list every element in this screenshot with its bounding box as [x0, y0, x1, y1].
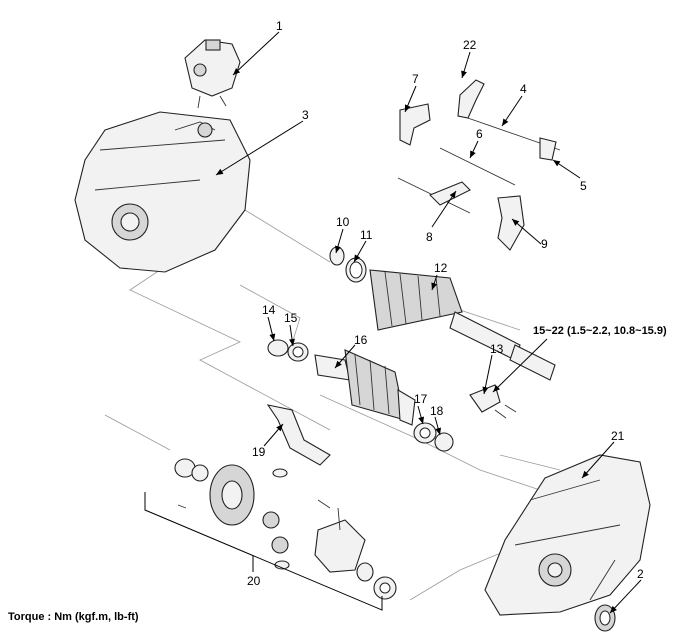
output-shaft — [314, 349, 416, 426]
output-rear-bearing-and-ring — [413, 422, 454, 452]
torque-legend: Torque : Nm (kgf.m, lb-ft) — [8, 611, 139, 623]
callout-22: 22 — [463, 38, 477, 52]
callout-3: 3 — [302, 108, 309, 122]
callout-17: 17 — [414, 392, 428, 406]
assembly-guide-lines — [104, 209, 561, 601]
leader-lines — [215, 31, 642, 614]
callout-18: 18 — [430, 404, 444, 418]
callout-1: 1 — [276, 19, 283, 33]
callout-19: 19 — [252, 445, 266, 459]
differential-assembly — [174, 458, 397, 600]
input-shaft — [369, 269, 556, 381]
callout-10: 10 — [336, 215, 350, 229]
oil-guide — [266, 404, 331, 466]
clutch-housing — [484, 454, 651, 616]
callout-13: 13 — [490, 342, 504, 356]
callout-4: 4 — [520, 82, 527, 96]
callout-8: 8 — [426, 230, 433, 244]
output-bearing-and-ring — [267, 339, 309, 362]
callout-16: 16 — [354, 333, 368, 347]
callout-6: 6 — [476, 127, 483, 141]
torque-spec: 15~22 (1.5~2.2, 10.8~15.9) — [533, 325, 667, 337]
oil-seal — [594, 604, 616, 632]
callout-12: 12 — [434, 261, 448, 275]
input-shim-and-ring — [329, 246, 367, 283]
shift-control-assembly — [184, 39, 241, 109]
transaxle-case — [74, 111, 251, 273]
callout-14: 14 — [262, 303, 276, 317]
callout-21: 21 — [611, 429, 625, 443]
bearing-retainer — [469, 384, 517, 419]
callout-2: 2 — [637, 567, 644, 581]
callout-9: 9 — [541, 237, 548, 251]
differential-group-bracket — [144, 492, 383, 611]
callout-15: 15 — [284, 311, 298, 325]
callout-11: 11 — [360, 228, 373, 242]
callout-7: 7 — [412, 72, 419, 86]
callout-5: 5 — [580, 179, 587, 193]
shift-rails-and-forks — [397, 79, 561, 251]
callout-20: 20 — [247, 574, 261, 588]
